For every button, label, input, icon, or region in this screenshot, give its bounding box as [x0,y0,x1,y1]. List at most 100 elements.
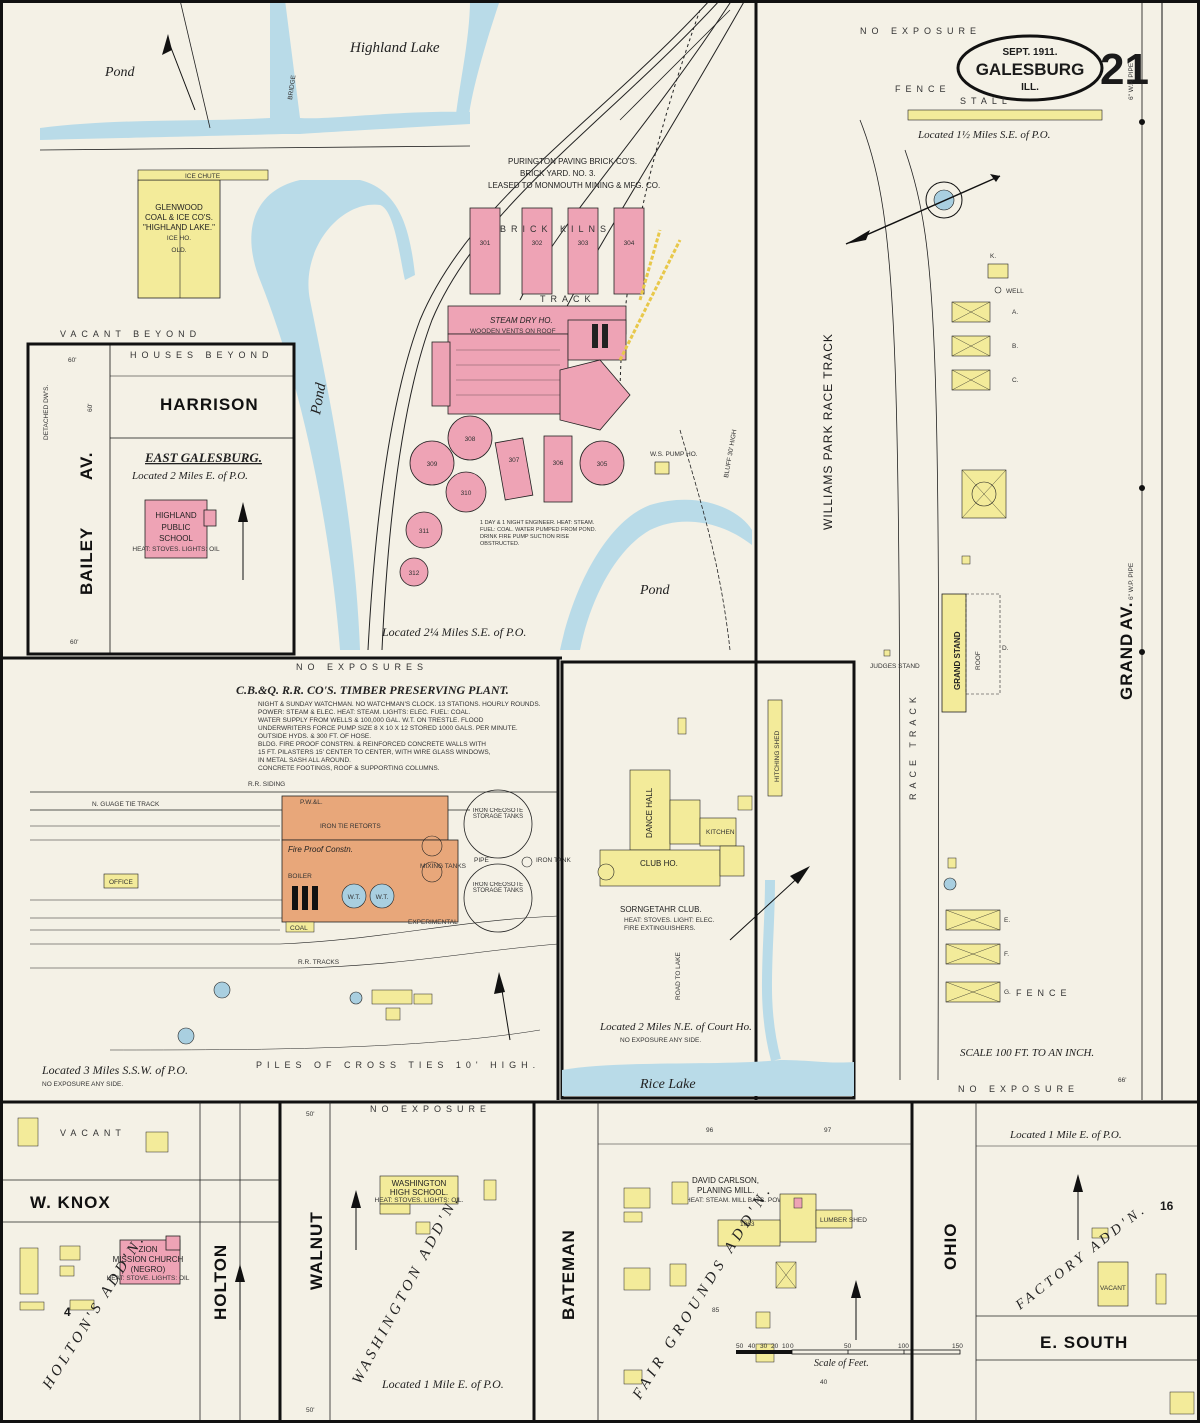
kiln-308: 308 [465,436,476,443]
race-track-location: Located 1½ Miles S.E. of P.O. [917,129,1050,141]
octagonal-building [961,469,1007,519]
north-arrow-icon [494,972,511,1041]
kiln-305: 305 [597,461,608,468]
fire-proof-label: Fire Proof Constn. [288,845,353,854]
dimension-3: 60' [70,639,78,646]
fence-label-2: FENCE [1016,988,1072,998]
north-arrow-icon [238,502,248,580]
experimental-label: EXPERIMENTAL [408,919,458,926]
timber-plant-building: P.W.&L. IRON TIE RETORTS Fire Proof Cons… [281,795,467,933]
sheet-city: GALESBURG [976,60,1085,79]
svg-text:BLDG. FIRE PROOF CONSTRN. & RE: BLDG. FIRE PROOF CONSTRN. & REINFORCED C… [258,741,486,748]
steam-dry-label: STEAM DRY HO. [490,316,553,325]
timber-plant-notes: NIGHT & SUNDAY WATCHMAN. NO WATCHMAN'S C… [258,701,541,772]
lumber-shed-label: LUMBER SHED [820,1217,867,1224]
grand-stand-sub: ROOF [975,651,982,670]
ohio-location: Located 1 Mile E. of P.O. [1009,1129,1122,1141]
planing-mill-name-1: DAVID CARLSON, [692,1176,759,1185]
street-harrison: HARRISON [160,395,259,414]
street-grand: GRAND [1117,633,1136,700]
kiln-307: 307 [509,457,520,464]
pond-label-2: Pond [308,381,330,416]
piles-label: PILES OF CROSS TIES 10' HIGH. [256,1060,540,1070]
pond-water [251,180,415,650]
brick-kilns-top: 301 302 303 304 BRICK KILNS [469,207,645,295]
panel-timber-plant: NO EXPOSURES C.B.&Q. R.R. CO'S. TIMBER P… [0,656,571,1100]
dim-washington-1: 50' [306,1111,314,1118]
lot-97: 97 [824,1127,832,1134]
barn-a: A. [1012,309,1018,316]
timber-plant-location: Located 3 Miles S.S.W. of P.O. [41,1063,188,1077]
ice-house-name-2: COAL & ICE CO'S. [145,213,213,222]
no-exposures-label: NO EXPOSURES [296,662,428,672]
creek-water [40,0,470,140]
pilaster-label: P.W.&L. [300,799,323,806]
block-number: 4 [64,1305,71,1319]
club-name: SORNGETAHR CLUB. [620,905,702,914]
brick-yard-number: BRICK YARD. NO. 3. [520,169,596,178]
barn-e: E. [1004,917,1010,924]
washington-school-sub: HEAT: STOVES. LIGHTS: OIL. [375,1197,464,1204]
rice-lake-label: Rice Lake [639,1077,696,1092]
sheet-number: 21 [1100,45,1149,94]
scale-tick-0: 0 [790,1343,794,1350]
street-bateman: BATEMAN [559,1229,578,1320]
pipe-label: PIPE [474,857,489,864]
race-track-barns: A. B. C. K. WELL [951,253,1024,391]
mixing-tanks-label: MIXING TANKS [420,863,467,870]
school-name-1: HIGHLAND [155,511,197,520]
iron-tank-label: IRON TANK [536,857,571,864]
washington-school-name-2: HIGH SCHOOL. [390,1188,448,1197]
dimension-2: 60' [87,404,94,412]
timber-plant-title: C.B.&Q. R.R. CO'S. TIMBER PRESERVING PLA… [236,683,509,697]
scale-tick-50b: 50 [844,1343,852,1350]
round-kilns: 308 309 310 311 312 305 306 307 [399,415,625,587]
brick-yard-location: Located 2¼ Miles S.E. of P.O. [381,625,526,639]
race-track-label: RACE TRACK [908,692,918,800]
north-arrow-icon [729,866,810,941]
race-track-scale: SCALE 100 FT. TO AN INCH. [960,1047,1094,1059]
sheet-date: SEPT. 1911. [1002,47,1057,58]
lot-1063: 1063 [740,1221,755,1228]
kiln-301: 301 [480,240,491,247]
planing-mill-name-2: PLANING MILL. [697,1186,754,1195]
brick-kilns-label: BRICK KILNS [500,224,611,234]
water-pipe-label: 6" W.P. PIPE [1128,62,1135,100]
club-house-building: DANCE HALL KITCHEN CLUB HO. [597,769,745,887]
iron-tie-retorts-label: IRON TIE RETORTS [320,823,381,830]
panel-brick-yard: Pond Highland Lake BRIDGE Pond Pond ICE … [39,0,752,651]
club-fire: FIRE EXTINGUISHERS. [624,925,696,932]
street-holton: HOLTON [211,1244,230,1320]
kiln-306: 306 [553,460,564,467]
small-shed [961,555,971,565]
barn-d: D. [1002,645,1009,652]
barn-b: B. [1012,343,1018,350]
barns-lower: E. F. G. FENCE [943,857,1072,1003]
highland-school-building: HIGHLAND PUBLIC SCHOOL HEAT: STOVES. LIG… [132,499,220,559]
svg-text:UNDERWRITERS FORCE PUMP SIZE 8: UNDERWRITERS FORCE PUMP SIZE 8 X 10 X 12… [258,725,518,732]
no-exposure-any-side: NO EXPOSURE ANY SIDE. [42,1081,123,1088]
school-name-3: SCHOOL [159,534,193,543]
dance-hall-label: DANCE HALL [645,787,654,838]
east-galesburg-title: EAST GALESBURG. [144,450,262,465]
street-bailey: BAILEY [77,527,96,595]
north-arrow-icon [162,34,196,111]
panel-club: Rice Lake HITCHING SHED DANCE HALL KITCH… [560,660,856,1100]
svg-text:NIGHT & SUNDAY WATCHMAN. NO WA: NIGHT & SUNDAY WATCHMAN. NO WATCHMAN'S C… [258,701,541,708]
svg-text:CONCRETE FOOTINGS, ROOF & SUPP: CONCRETE FOOTINGS, ROOF & SUPPORTING COL… [258,765,440,772]
svg-text:IN METAL SASH ALL AROUND.: IN METAL SASH ALL AROUND. [258,757,351,764]
kiln-310: 310 [461,490,472,497]
judges-stand-label: JUDGES STAND [870,663,920,670]
barn-f: F. [1004,951,1009,958]
lake-inlet-water [455,0,500,124]
ohio-vacant-label: VACANT [1100,1285,1126,1292]
scale-tick-10: 10 [782,1343,790,1350]
ice-house-old: OLD. [171,247,186,254]
fence-label: FENCE [895,84,951,94]
highland-lake-label: Highland Lake [349,40,440,56]
pond-label: Pond [104,65,136,80]
church-name-1: ZION [138,1245,157,1254]
grand-stand-label: GRAND STAND [953,631,962,690]
kiln-311: 311 [419,528,430,535]
